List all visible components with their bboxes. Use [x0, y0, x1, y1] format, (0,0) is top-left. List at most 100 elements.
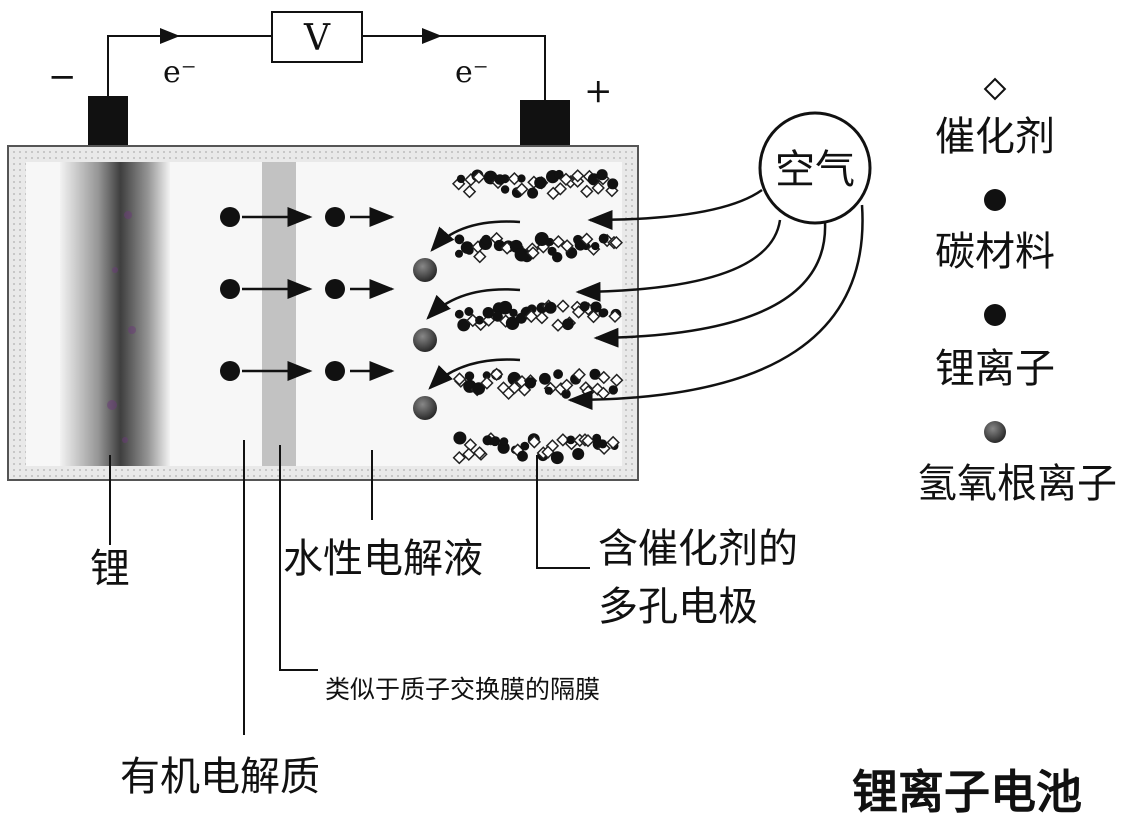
- catalyst-particle: [507, 381, 522, 395]
- carbon-particle: [490, 436, 500, 447]
- carbon-particle: [486, 171, 496, 181]
- carbon-particle: [544, 386, 553, 395]
- hydroxide-ion: [413, 396, 437, 420]
- negative-terminal-sign: −: [48, 57, 77, 97]
- carbon-particle: [534, 232, 549, 246]
- lithium-ion: [220, 279, 240, 299]
- lithium-purple-specks: [107, 211, 136, 443]
- carbon-particle: [514, 247, 529, 262]
- catalyst-particle: [527, 435, 542, 449]
- catalyst-particle: [462, 447, 476, 462]
- aqueous-electrolyte-label: 水性电解液: [283, 536, 483, 582]
- carbon-particle: [498, 300, 513, 315]
- carbon-particle: [553, 369, 563, 380]
- carbon-particle: [492, 311, 503, 322]
- voltmeter-label: V: [303, 18, 331, 59]
- catalyst-particle: [586, 309, 601, 324]
- electron-left-label: e⁻: [163, 55, 197, 90]
- carbon-particle: [552, 252, 563, 263]
- catalyst-particle: [551, 318, 565, 332]
- hydroxide-ion: [413, 328, 437, 352]
- external-circuit: V e⁻ e⁻ − +: [48, 11, 613, 111]
- carbon-particle: [534, 176, 547, 189]
- porous-electrode-label-line1: 含催化剂的: [598, 526, 798, 572]
- catalyst-particle: [463, 438, 478, 452]
- carbon-particle: [562, 318, 574, 331]
- legend-label: 锂离子: [935, 346, 1055, 392]
- catalyst-particle: [462, 184, 477, 199]
- carbon-particle: [607, 178, 619, 190]
- catalyst-particle: [581, 433, 595, 448]
- lithium-ion: [325, 207, 345, 227]
- legend-item-hydroxide: 氢氧根离子: [917, 421, 1117, 507]
- carbon-particle: [475, 315, 484, 325]
- carbon-particle: [520, 441, 530, 451]
- carbon-particle: [482, 371, 491, 380]
- catalyst-particle: [572, 367, 586, 382]
- positive-terminal: [520, 100, 570, 150]
- carbon-particle: [460, 241, 474, 254]
- hydroxide-ions: [413, 258, 437, 420]
- hydroxide-ion: [413, 258, 437, 282]
- carbon-particle: [464, 307, 474, 316]
- electrode-band: [452, 431, 620, 465]
- legend-item-catalyst: 催化剂: [935, 77, 1055, 160]
- catalyst-particle: [541, 445, 555, 459]
- electron-right-label: e⁻: [455, 55, 489, 90]
- carbon-particle: [524, 377, 537, 389]
- hydroxide-symbol-icon: [984, 421, 1006, 443]
- carbon-particle: [454, 234, 465, 245]
- catalyst-particle: [559, 172, 573, 187]
- carbon-particle: [527, 187, 539, 199]
- porous-electrode-label-line2: 多孔电极: [598, 584, 758, 630]
- lithium-ion-row-2: [220, 279, 395, 299]
- porous-electrode: [451, 169, 624, 465]
- membrane: [262, 162, 296, 466]
- carbon-particle: [573, 234, 583, 245]
- catalyst-particle: [507, 171, 522, 186]
- catalyst-particle: [553, 182, 568, 196]
- catalyst-particle: [526, 246, 540, 260]
- electrode-band: [454, 231, 624, 264]
- lithium-ion-row-3: [220, 361, 395, 381]
- electrode-band: [451, 169, 619, 201]
- legend-label: 碳材料: [935, 229, 1055, 275]
- carbon-particle: [566, 435, 576, 445]
- air-circle: [758, 111, 872, 225]
- catalyst-particle: [580, 184, 594, 199]
- lithium-label: 锂: [90, 546, 130, 592]
- membrane-label: 类似于质子交换膜的隔膜: [325, 675, 600, 704]
- catalyst-particle: [473, 249, 487, 264]
- catalyst-particle: [608, 309, 622, 324]
- carbon-particle: [472, 382, 486, 395]
- catalyst-particle: [570, 169, 585, 183]
- catalyst-particle: [597, 370, 611, 385]
- catalyst-particle: [559, 378, 574, 393]
- catalyst-particle: [472, 446, 487, 460]
- catalyst-particle: [579, 232, 594, 246]
- carbon-particle: [590, 301, 602, 313]
- carbon-particle: [500, 185, 510, 194]
- lithium-ion-flow: [220, 207, 395, 381]
- carbon-particle: [608, 385, 618, 395]
- catalyst-particle: [452, 372, 467, 386]
- catalyst-particle: [452, 450, 467, 465]
- catalyst-particle: [489, 367, 504, 382]
- carbon-particle: [598, 233, 609, 244]
- carbon-particle: [554, 169, 564, 180]
- figure-title: 锂离子电池: [852, 765, 1082, 819]
- carbon-particle: [482, 307, 494, 319]
- lithium-ion: [325, 279, 345, 299]
- carbon-particle: [457, 318, 471, 332]
- catalyst-particle: [515, 182, 529, 196]
- lithium-electrode: [60, 162, 170, 466]
- carbon-symbol-icon: [984, 189, 1006, 211]
- organic-electrolyte-label: 有机电解质: [120, 754, 320, 800]
- carbon-particle: [540, 374, 550, 384]
- catalyst-particle: [480, 376, 494, 390]
- carbon-particle: [599, 308, 609, 317]
- legend-item-lithium-ion: 锂离子: [935, 304, 1055, 392]
- catalyst-particle: [472, 170, 486, 184]
- lithium-ion-symbol-icon: [984, 304, 1006, 326]
